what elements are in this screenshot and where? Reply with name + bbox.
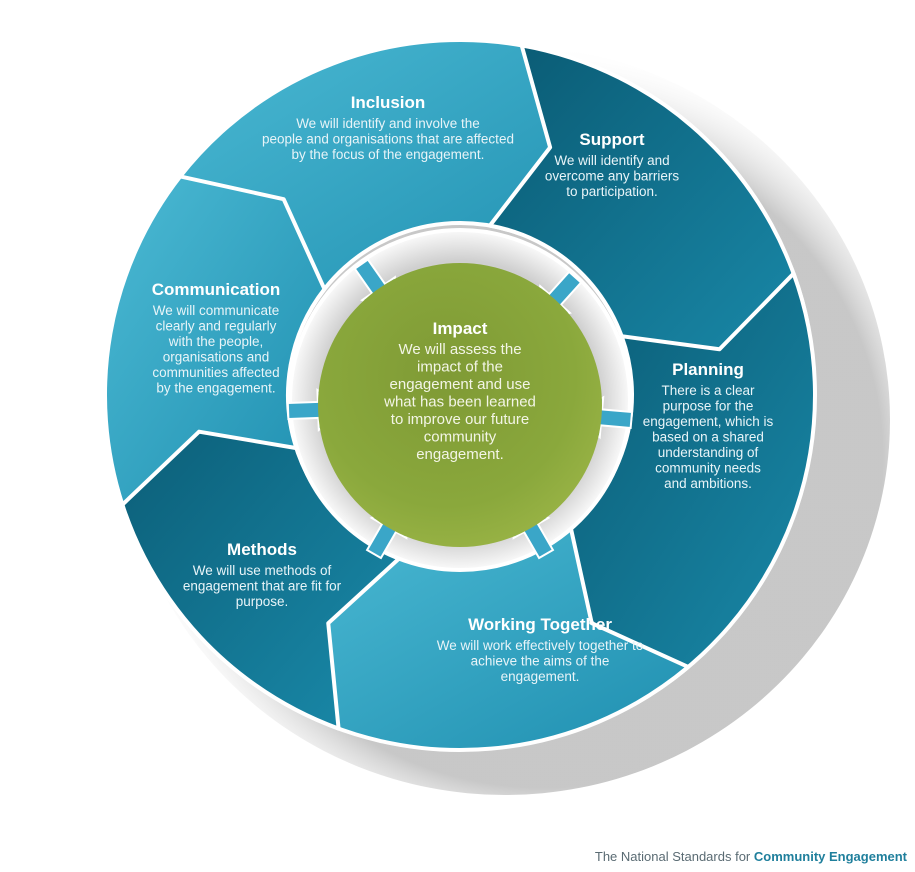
- segment-label-communication: Communication We will communicateclearly …: [152, 280, 280, 396]
- segment-description-line: engagement.: [501, 669, 580, 684]
- segment-description-line: overcome any barriers: [545, 169, 680, 184]
- footer-caption: The National Standards for Community Eng…: [595, 849, 907, 864]
- segment-description-line: We will use methods of: [193, 563, 332, 578]
- center-description-line: impact of the: [417, 359, 503, 376]
- segment-description-line: based on a shared: [652, 430, 764, 445]
- segment-description-line: engagement, which is: [643, 414, 774, 429]
- segment-title: Working Together: [468, 615, 612, 634]
- segment-description-line: by the focus of the engagement.: [292, 147, 485, 162]
- segment-label-inclusion: Inclusion We will identify and involve th…: [262, 93, 514, 162]
- center-title: Impact: [433, 319, 488, 338]
- segment-description-line: communities affected: [152, 365, 279, 380]
- center-description-line: engagement and use: [390, 376, 531, 393]
- segment-description-line: by the engagement.: [156, 381, 275, 396]
- center-description-line: engagement.: [416, 446, 504, 463]
- segment-description-line: We will identify and involve the: [296, 116, 480, 131]
- segment-description-line: We will work effectively together to: [437, 638, 644, 653]
- segment-description-line: to participation.: [566, 184, 658, 199]
- segment-description-line: understanding of: [658, 445, 759, 460]
- footer-emphasis: Community Engagement: [753, 849, 907, 864]
- segment-description-line: clearly and regularly: [156, 319, 277, 334]
- segment-description-line: with the people,: [168, 334, 264, 349]
- segment-title: Inclusion: [351, 93, 426, 112]
- segment-description-line: purpose.: [236, 594, 289, 609]
- segment-description-line: achieve the aims of the: [471, 654, 610, 669]
- segment-description-line: purpose for the: [663, 399, 754, 414]
- center-green-circle: [318, 263, 602, 547]
- segment-title: Communication: [152, 280, 280, 299]
- segments-layer: [103, 38, 817, 752]
- center-description-line: community: [424, 429, 497, 446]
- labels-layer: Inclusion We will identify and involve th…: [152, 93, 774, 684]
- segment-description-line: We will communicate: [153, 303, 280, 318]
- segment-description-line: There is a clear: [661, 383, 755, 398]
- center-description-line: We will assess the: [398, 341, 521, 358]
- footer-prefix: The National Standards for: [594, 849, 754, 864]
- segment-description-line: people and organisations that are affect…: [262, 132, 514, 147]
- segment-title: Methods: [227, 540, 297, 559]
- segment-description-line: organisations and: [163, 350, 270, 365]
- segment-description-line: We will identify and: [554, 153, 669, 168]
- center-circle: [318, 263, 602, 547]
- segment-description-line: community needs: [655, 461, 761, 476]
- center-description-line: what has been learned: [383, 394, 536, 411]
- segment-description-line: engagement that are fit for: [183, 579, 342, 594]
- segment-title: Planning: [672, 360, 744, 379]
- segment-label-working-together: Working Together We will work effectively…: [437, 615, 644, 684]
- segment-title: Support: [579, 130, 644, 149]
- center-description-line: to improve our future: [391, 411, 529, 428]
- segment-description-line: and ambitions.: [664, 476, 752, 491]
- segment-label-methods: Methods We will use methods ofengagement …: [183, 540, 342, 609]
